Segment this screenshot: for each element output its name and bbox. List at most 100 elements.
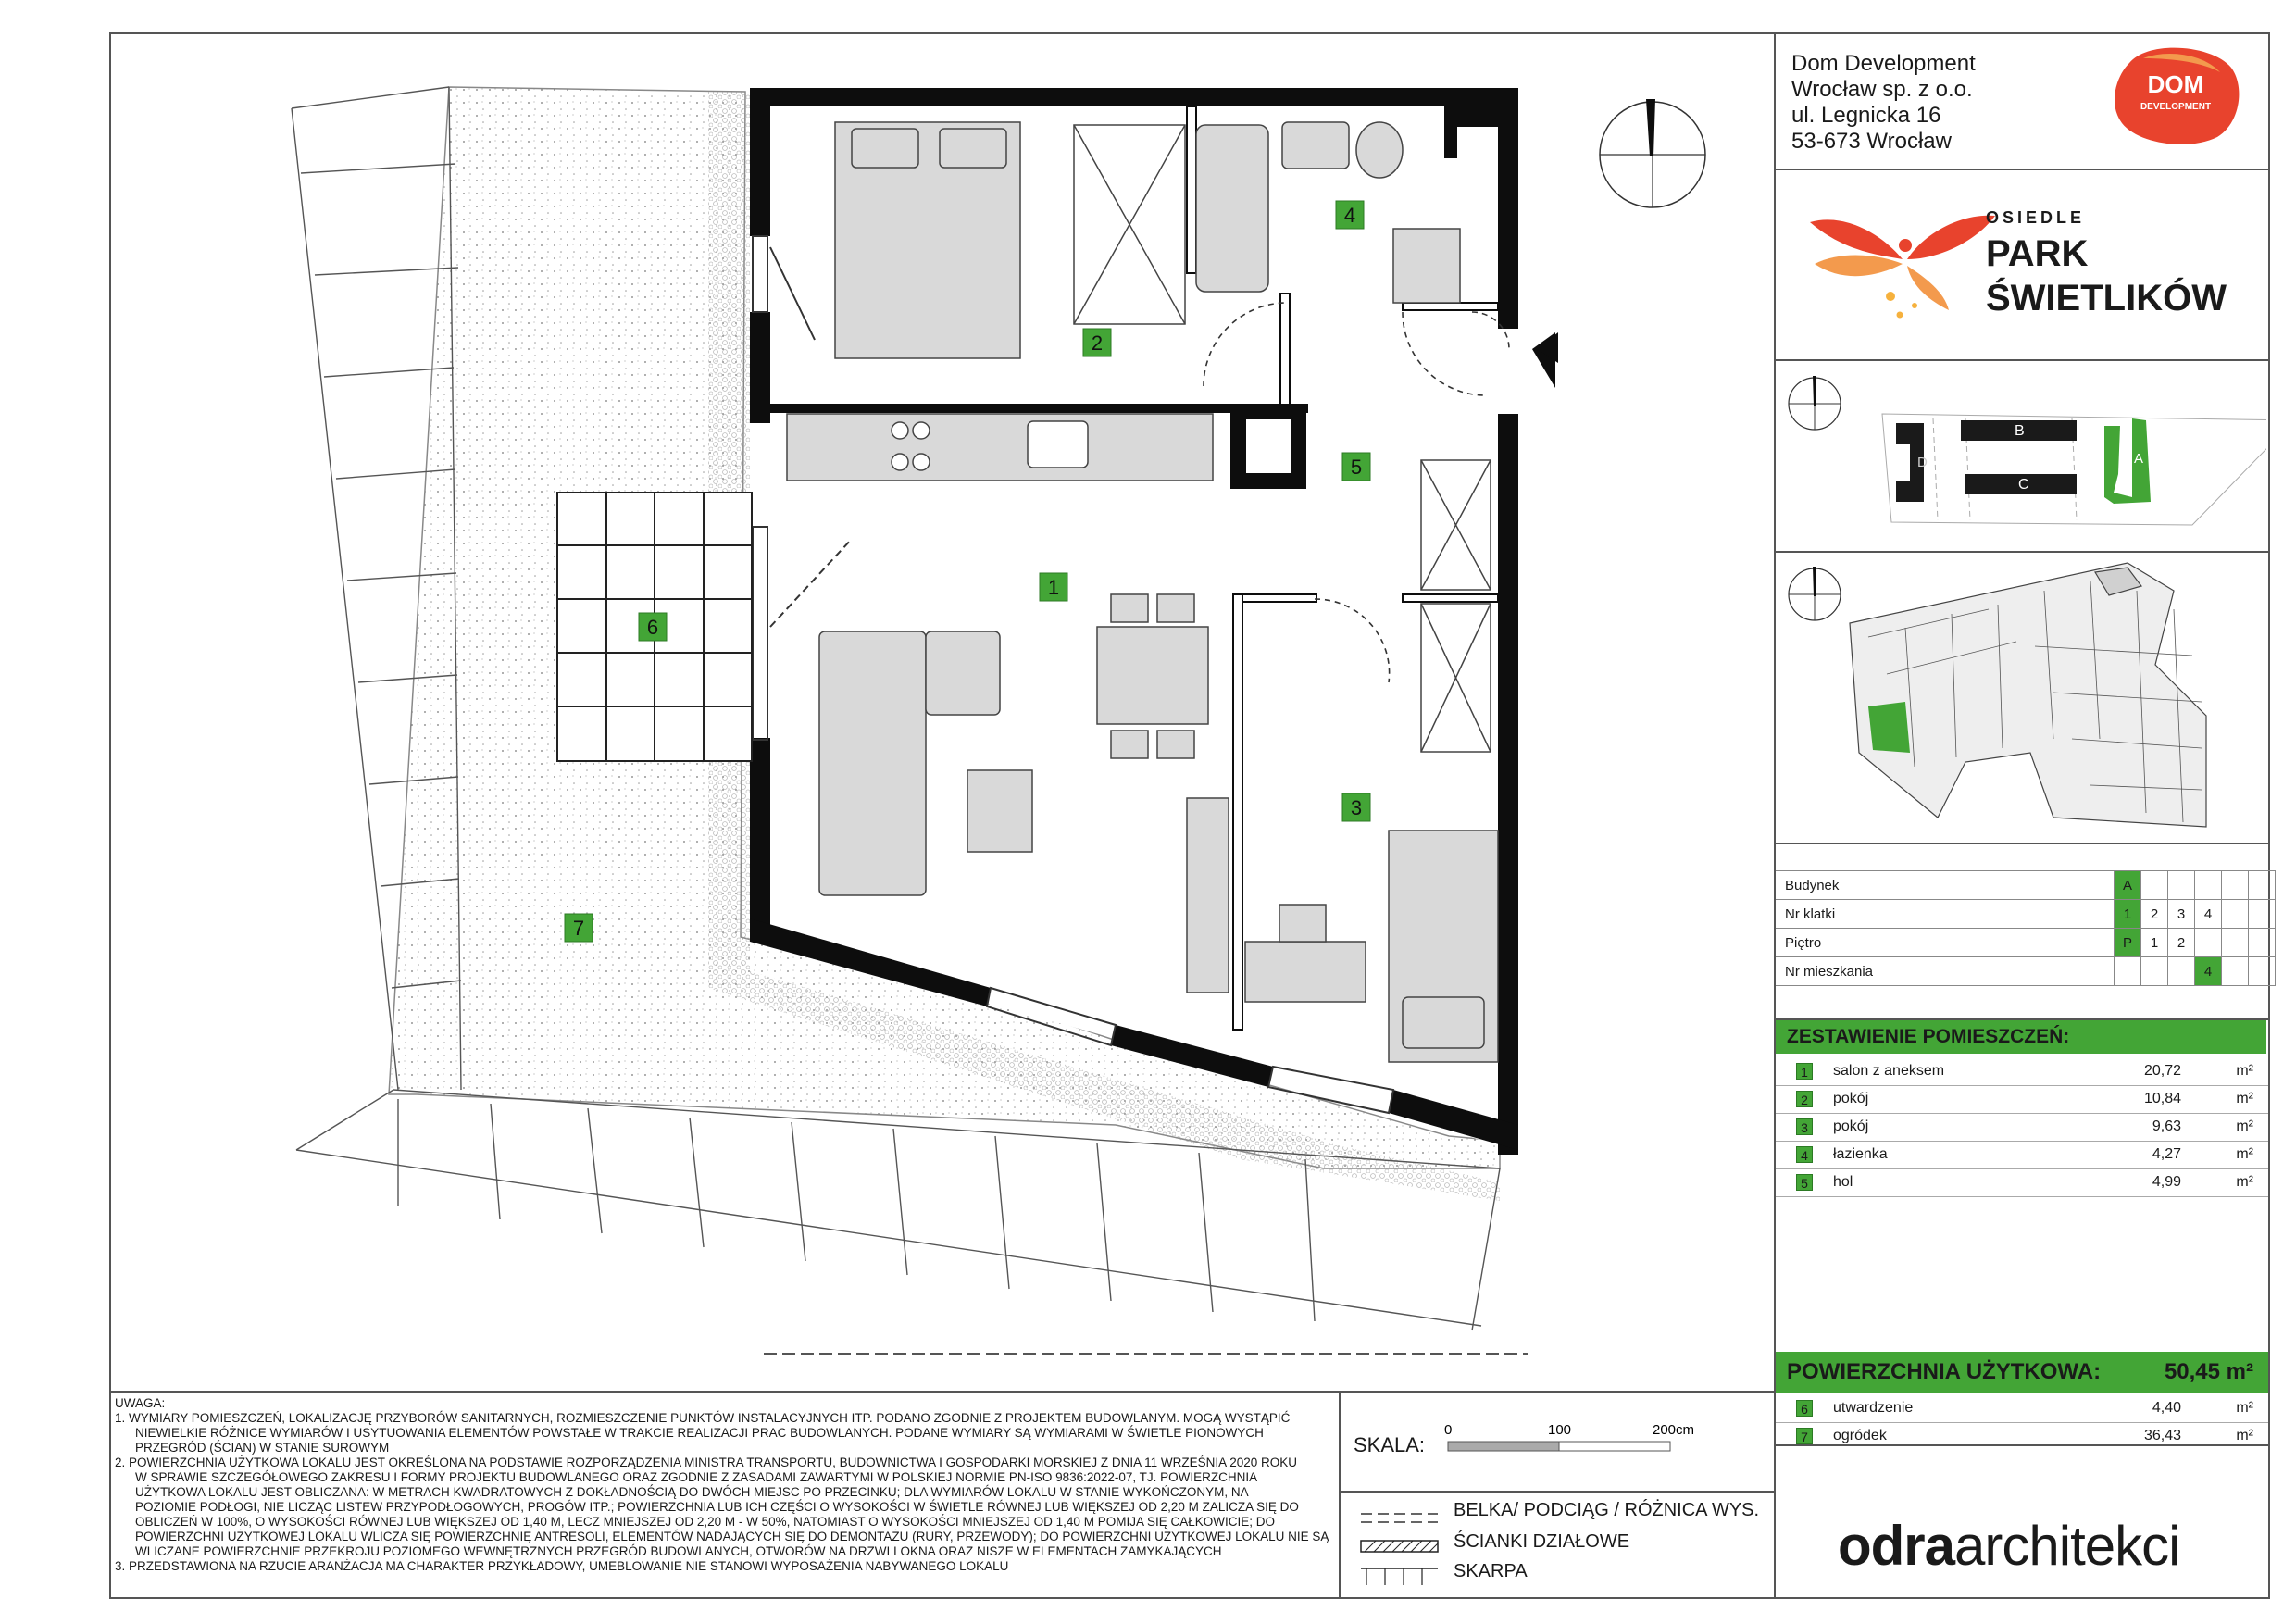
compass-small-icon [1788, 376, 1841, 431]
svg-text:1: 1 [1048, 576, 1059, 599]
notes-title: UWAGA: [115, 1396, 166, 1410]
info-cell: A [2114, 870, 2141, 900]
floorplan-divider [1774, 843, 2270, 844]
room-area: 20,72 [2143, 1063, 2181, 1079]
room-unit: m² [2236, 1400, 2253, 1416]
floor-plan: 1 2 3 4 5 6 7 [291, 86, 1706, 1355]
note-line: PRZEGRÓD (ŚCIAN) W STANIE SUROWYM [135, 1441, 390, 1455]
svg-text:PARK: PARK [1986, 233, 2088, 274]
info-cell [2221, 899, 2249, 929]
slope-hatching-bottom [295, 1089, 1528, 1355]
scale-bar: 0 100 200cm [1444, 1422, 1694, 1452]
room-unit: m² [2236, 1146, 2253, 1162]
svg-text:200cm: 200cm [1653, 1422, 1694, 1438]
note-line: WLICZANE POWIERZCHNIE PRZEKROJU POZIOMEG… [135, 1544, 1222, 1558]
floor-overview [1788, 562, 2207, 828]
scale-legend-divider [1339, 1491, 1776, 1493]
slope-hatching [291, 86, 462, 1091]
info-row-building: Budynek A [1776, 870, 2276, 900]
room-row: 4 łazienka 4,27 m² [1776, 1141, 2268, 1169]
info-cell [2221, 928, 2249, 957]
firefly-icon [1810, 215, 1995, 319]
svg-text:D: D [1917, 455, 1928, 470]
room-unit: m² [2236, 1428, 2253, 1443]
svg-text:5: 5 [1351, 456, 1362, 479]
legend-partitions: ŚCIANKI DZIAŁOWE [1454, 1531, 1630, 1552]
room-unit: m² [2236, 1174, 2253, 1190]
room-row: 5 hol 4,99 m² [1776, 1168, 2268, 1197]
company-address: Dom Development Wrocław sp. z o.o. ul. L… [1791, 51, 1976, 155]
company-entity: Wrocław sp. z o.o. [1791, 77, 1973, 102]
svg-text:A: A [2134, 451, 2143, 467]
logo-divider [1774, 359, 2270, 361]
info-cell: 4 [2194, 956, 2222, 986]
room-number: 5 [1796, 1174, 1813, 1191]
company-street: ul. Legnicka 16 [1791, 103, 1941, 128]
site-divider [1774, 551, 2270, 553]
room-area: 4,99 [2152, 1174, 2181, 1190]
note-line: OBLICZEŃ W 100%, O WYSOKOŚCI RÓWNEJ LUB … [135, 1515, 1275, 1529]
total-area-value: 50,45 m² [2164, 1359, 2253, 1384]
osiedle-logo: OSIEDLE PARK ŚWIETLIKÓW [1810, 208, 2227, 319]
compass-overview-icon [1788, 567, 1841, 621]
rooms-heading: ZESTAWIENIE POMIESZCZEŃ: [1776, 1020, 2266, 1054]
info-cell [2248, 870, 2276, 900]
svg-text:3: 3 [1351, 796, 1362, 819]
info-cell: 1 [2140, 928, 2168, 957]
info-cell: 2 [2140, 899, 2168, 929]
room-name: pokój [1833, 1091, 1869, 1106]
info-cell: 3 [2167, 899, 2195, 929]
room-area: 10,84 [2143, 1091, 2181, 1106]
architect-logo: odraarchitekci [1838, 1514, 2180, 1578]
info-row-stairwell: Nr klatki 1 2 3 4 [1776, 899, 2276, 929]
info-cell [2140, 956, 2168, 986]
panel-divider [1774, 32, 1776, 1599]
svg-text:DEVELOPMENT: DEVELOPMENT [2140, 102, 2211, 112]
room-area: 4,27 [2152, 1146, 2181, 1162]
company-name: Dom Development [1791, 51, 1976, 76]
room-number: 2 [1796, 1091, 1813, 1107]
info-cell: P [2114, 928, 2141, 957]
svg-text:100: 100 [1548, 1422, 1571, 1438]
note-line: UŻYTKOWA LOKALU JEST OBLICZANA: W METRAC… [135, 1485, 1249, 1499]
legend-divider [1774, 1444, 2270, 1446]
room-tags: 1 2 3 4 5 6 7 [564, 200, 1371, 943]
terrace-tiles [556, 492, 753, 762]
notes-block: UWAGA: 1. WYMIARY POMIESZCZEŃ, LOKALIZAC… [115, 1396, 1337, 1574]
svg-text:7: 7 [573, 917, 584, 940]
room-row: 1 salon z aneksem 20,72 m² [1776, 1057, 2268, 1086]
bedroom-furniture [834, 121, 1186, 359]
room-number: 6 [1796, 1400, 1813, 1417]
room-name: łazienka [1833, 1146, 1888, 1162]
room-number: 3 [1796, 1118, 1813, 1135]
room-name: utwardzenie [1833, 1400, 1914, 1416]
info-cell [2248, 956, 2276, 986]
windows [752, 235, 1395, 1115]
note-line: POWIERZCHNI UŻYTKOWEJ LOKALU WLICZA SIĘ … [135, 1530, 1329, 1543]
dom-development-logo: DOM DEVELOPMENT [2114, 47, 2240, 144]
svg-text:0: 0 [1444, 1422, 1452, 1438]
svg-text:4: 4 [1344, 204, 1355, 227]
architect-logo-light: architekci [1954, 1515, 2180, 1577]
room-number: 4 [1796, 1146, 1813, 1163]
info-divider [1774, 1018, 2270, 1020]
room-row: 2 pokój 10,84 m² [1776, 1085, 2268, 1114]
notes-divider [109, 1391, 1776, 1393]
room-number: 1 [1796, 1063, 1813, 1080]
info-cell [2167, 870, 2195, 900]
room-row: 3 pokój 9,63 m² [1776, 1113, 2268, 1142]
room-area: 9,63 [2152, 1118, 2181, 1134]
notes-scale-divider [1339, 1391, 1341, 1599]
svg-text:2: 2 [1092, 331, 1103, 355]
info-cell: 2 [2167, 928, 2195, 957]
svg-text:DOM: DOM [2148, 70, 2204, 98]
extra-room-row: 6 utwardzenie 4,40 m² [1776, 1394, 2268, 1423]
info-cell [2194, 870, 2222, 900]
note-line: W SPRAWIE SZCZEGÓŁOWEGO ZAKRESU I FORMY … [135, 1470, 1258, 1484]
info-cell [2167, 956, 2195, 986]
note-line: POZIOMIE PODŁOGI, NIE LICZĄC LISTEW PRZY… [135, 1500, 1299, 1514]
entrance-arrow [1537, 332, 1558, 363]
site-plan: D B C A [1788, 376, 2266, 526]
legend-beam: BELKA/ PODCIĄG / RÓŻNICA WYS. [1454, 1500, 1760, 1520]
svg-text:6: 6 [647, 616, 658, 639]
